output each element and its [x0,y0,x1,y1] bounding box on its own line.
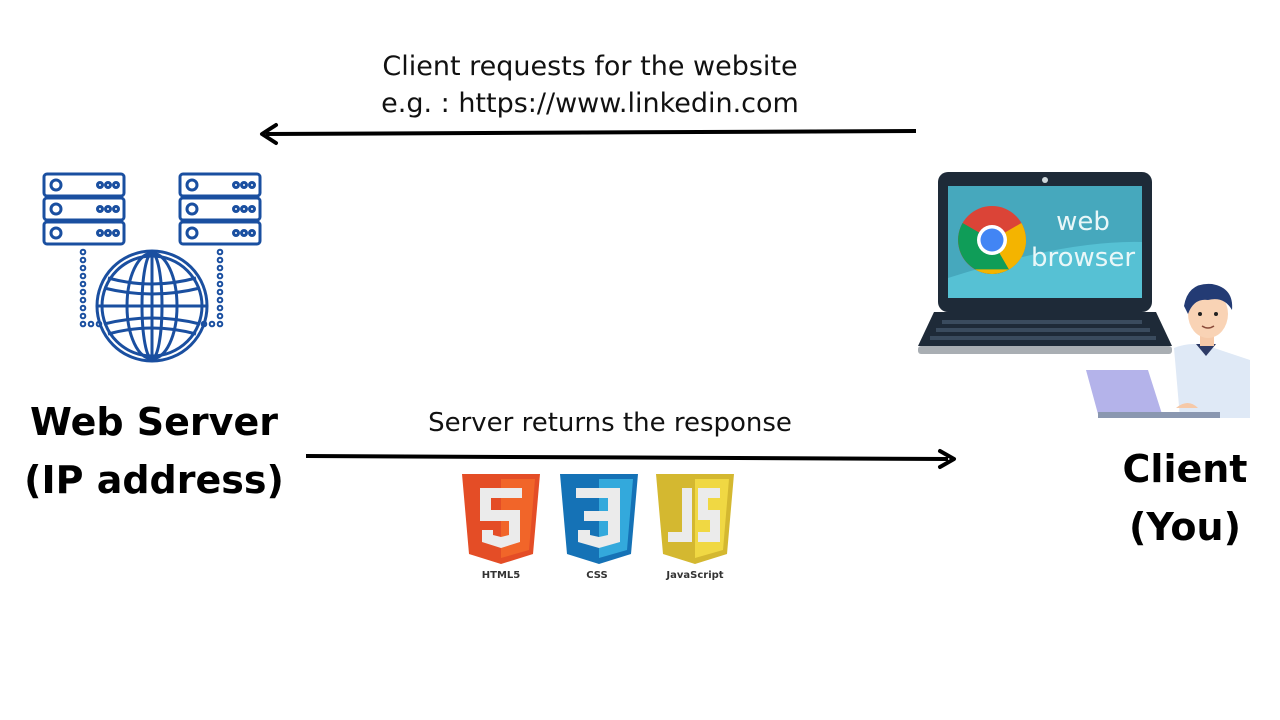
response-arrow [305,449,956,469]
client-label: Client (You) [1100,440,1270,556]
javascript-caption: JavaScript [666,570,724,581]
browser-screen-text: web browser [1018,204,1148,276]
html5-caption: HTML5 [481,570,521,581]
javascript-logo-icon [656,474,734,564]
request-arrow [260,123,917,145]
response-caption: Server returns the response [428,408,792,438]
client-label-line-2: (You) [1129,505,1241,549]
request-caption: Client requests for the website e.g. : h… [300,48,880,122]
server-label-line-1: Web Server [30,400,278,444]
server-globe-icon [42,172,262,363]
request-line-1: Client requests for the website [382,51,798,82]
css-caption: CSS [586,570,608,581]
laptop-illustration: web browser [916,170,1174,358]
server-label-line-2: (IP address) [24,458,284,502]
request-line-2: e.g. : https://www.linkedin.com [381,88,799,119]
globe-icon [95,249,209,363]
left-server-rack-icon [42,172,126,246]
laptop-icon [918,172,1172,354]
server-label: Web Server (IP address) [20,393,288,509]
chrome-logo-icon [958,206,1026,274]
right-server-rack-icon [178,172,262,246]
browser-screen-line-2: browser [1030,243,1136,273]
user-person-icon [1086,283,1250,418]
connector-dots [79,248,224,328]
web-tech-logos: HTML5 CSS JavaScript [460,474,750,584]
browser-screen-line-1: web [1056,207,1110,237]
html5-logo-icon [462,474,540,564]
css3-logo-icon [560,474,638,564]
logo-shields [462,474,734,564]
client-label-line-1: Client [1122,447,1248,491]
